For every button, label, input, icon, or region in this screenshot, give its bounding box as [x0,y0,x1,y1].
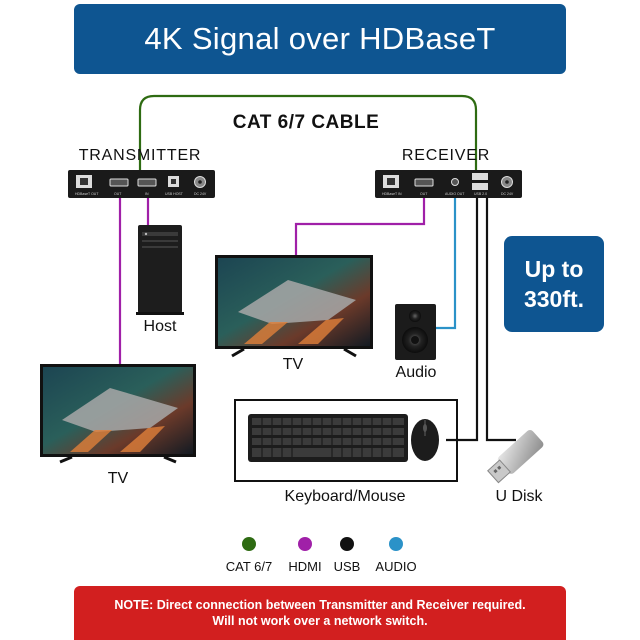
tv-left-label: TV [107,470,129,487]
range-line-1: Up to [524,256,584,282]
legend-dot-audio [389,537,403,551]
receiver-title: RECEIVER [401,147,491,164]
usb-disk-icon [487,430,544,484]
legend-label-usb: USB [333,559,361,574]
tx-port-label-usb: USB HOST [165,192,184,196]
legend-label-audio: AUDIO [375,559,417,574]
tx-port-label-dc: DC 24V [194,192,207,196]
keyboard-mouse-frame [234,399,458,482]
note-line-1: NOTE: Direct connection between Transmit… [114,598,526,612]
receiver-unit: HDBaseT IN OUT AUDIO OUT USB 2.0 DC 24V [375,170,522,198]
legend-item-cat: CAT 6/7 [218,537,280,577]
cat-cable-label: CAT 6/7 CABLE [232,112,380,133]
tv-center-icon [215,255,373,358]
tv-center-label: TV [282,356,304,373]
usb-cable-disk [485,197,516,442]
transmitter-title: TRANSMITTER [78,147,202,164]
title-banner: 4K Signal over HDBaseT [74,4,566,74]
host-label: Host [143,318,177,335]
rx-port-label-out: OUT [420,192,428,196]
mouse-icon [411,419,439,461]
rx-port-label-hdbaset: HDBaseT IN [382,192,402,196]
tx-port-label-out: OUT [114,192,122,196]
legend-item-audio: AUDIO [365,537,427,577]
host-pc-icon [136,225,184,315]
legend-item-usb: USB [322,537,372,577]
range-badge: Up to 330ft. [504,236,604,332]
transmitter-unit: HDBaseT OUT OUT IN USB HOST DC 24V [68,170,215,198]
cat-cable [138,94,478,170]
keyboard-icon [248,414,408,462]
u-disk-label: U Disk [495,488,543,505]
legend-label-cat: CAT 6/7 [225,559,273,574]
note-banner: NOTE: Direct connection between Transmit… [74,586,566,640]
audio-cable [436,197,457,330]
keyboard-mouse-label: Keyboard/Mouse [284,488,406,505]
tv-left-icon [40,364,196,464]
tx-port-label-hdbaset: HDBaseT OUT [75,192,99,196]
legend-label-hdmi: HDMI [288,559,322,574]
page-title: 4K Signal over HDBaseT [144,21,496,56]
legend-item-hdmi: HDMI [280,537,330,577]
hdmi-cable-tv-center [294,197,426,255]
speaker-icon [395,304,436,360]
legend-dot-hdmi [298,537,312,551]
rx-port-label-usb: USB 2.0 [474,192,487,196]
legend-dot-cat [242,537,256,551]
range-line-2: 330ft. [523,286,585,312]
note-line-2: Will not work over a network switch. [212,614,428,628]
tx-port-label-in: IN [145,192,149,196]
audio-label: Audio [395,364,437,381]
legend-dot-usb [340,537,354,551]
rx-port-label-dc: DC 24V [501,192,514,196]
usb-cable-keyboard [446,197,479,442]
rx-port-label-audio: AUDIO OUT [445,192,465,196]
